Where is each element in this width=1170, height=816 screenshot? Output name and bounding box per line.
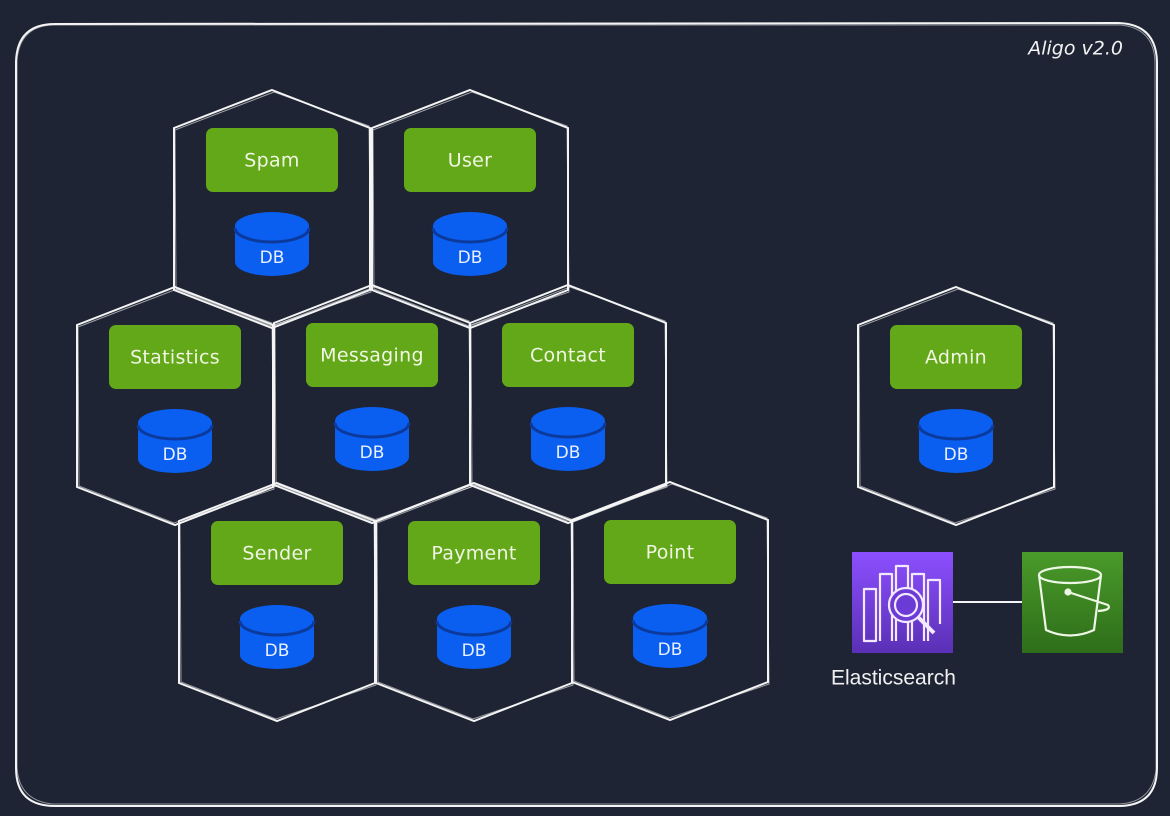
hexagon-outline — [179, 483, 375, 721]
database-icon: DB — [240, 605, 314, 669]
elasticsearch-icon[interactable] — [852, 552, 953, 653]
diagram-title: Aligo v2.0 — [1026, 38, 1123, 60]
database-icon: DB — [919, 409, 993, 473]
hexagon-outline-sketch — [78, 289, 274, 523]
database-label: DB — [360, 443, 385, 463]
database-icon: DB — [235, 212, 309, 276]
service-label: User — [448, 150, 493, 172]
hexagon-outline-sketch — [471, 287, 667, 521]
database-icon: DB — [437, 605, 511, 669]
service-messaging[interactable]: MessagingDB — [274, 285, 471, 523]
database-label: DB — [658, 640, 683, 660]
database-icon: DB — [433, 212, 507, 276]
service-user[interactable]: UserDB — [372, 90, 569, 328]
hexagon-outline — [174, 90, 370, 328]
service-sender[interactable]: SenderDB — [179, 483, 376, 721]
external-services: Elasticsearch — [831, 552, 1123, 690]
database-icon: DB — [531, 407, 605, 471]
database-label: DB — [556, 443, 581, 463]
hexagon-outline-sketch — [573, 484, 769, 718]
service-label: Admin — [925, 347, 987, 369]
hexagon-outline — [376, 483, 572, 721]
hexagon-outline — [77, 287, 273, 525]
database-label: DB — [163, 445, 188, 465]
hexagon-outline-sketch — [377, 485, 573, 719]
service-payment[interactable]: PaymentDB — [376, 483, 573, 721]
database-label: DB — [462, 641, 487, 661]
database-label: DB — [265, 641, 290, 661]
service-label: Statistics — [130, 347, 220, 369]
database-label: DB — [260, 248, 285, 268]
hexagon-outline — [858, 287, 1054, 525]
hexagon-outline — [470, 285, 666, 523]
database-icon: DB — [633, 604, 707, 668]
service-label: Sender — [242, 543, 311, 565]
service-label: Messaging — [320, 345, 424, 367]
database-icon: DB — [335, 407, 409, 471]
database-label: DB — [458, 248, 483, 268]
hexagon-outline — [372, 90, 568, 328]
service-statistics[interactable]: StatisticsDB — [77, 287, 274, 525]
service-label: Payment — [431, 543, 516, 565]
hexagon-outline-sketch — [180, 485, 376, 719]
database-icon: DB — [138, 409, 212, 473]
hexagon-outline — [274, 285, 470, 523]
hexagon-outline-sketch — [175, 92, 371, 326]
s3-bucket-icon[interactable] — [1022, 552, 1123, 653]
hexagon-outline-sketch — [275, 287, 471, 521]
service-label: Spam — [244, 150, 299, 172]
service-point[interactable]: PointDB — [572, 482, 769, 720]
hexagon-outline — [572, 482, 768, 720]
database-label: DB — [944, 445, 969, 465]
elasticsearch-label: Elasticsearch — [831, 667, 956, 690]
service-spam[interactable]: SpamDB — [174, 90, 371, 328]
service-label: Point — [646, 542, 695, 564]
service-contact[interactable]: ContactDB — [470, 285, 667, 523]
service-label: Contact — [530, 345, 606, 367]
hexagon-outline-sketch — [373, 92, 569, 326]
service-admin[interactable]: AdminDB — [858, 287, 1055, 525]
hexagon-outline-sketch — [859, 289, 1055, 523]
